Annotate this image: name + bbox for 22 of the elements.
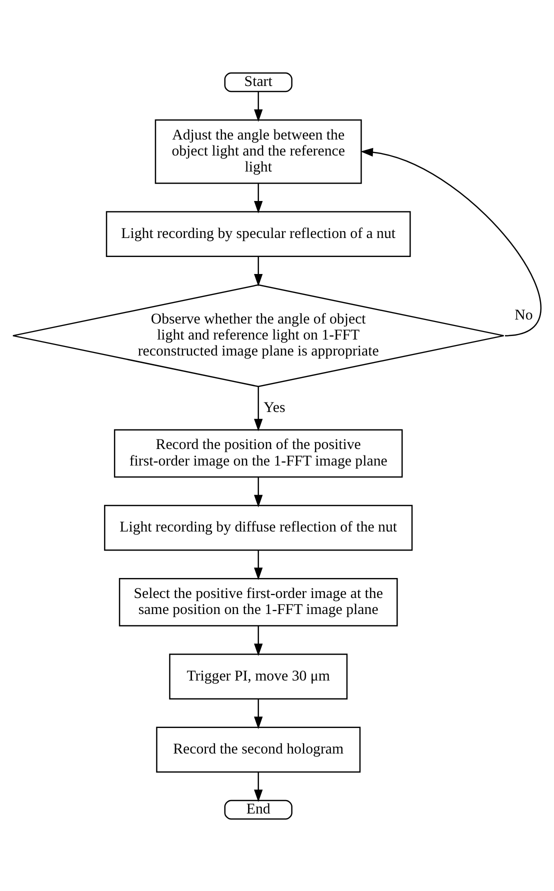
node-box: End [224,799,292,820]
arrow [254,772,263,802]
node-box: Record the position of the positive first-order image on the 1-FFT image plane [114,428,403,478]
node-box: Record the second hologram [156,726,361,772]
node-box: Start [224,72,292,92]
edge-label: No [514,307,533,324]
edge-label: Yes [264,400,286,416]
arrow [254,550,263,580]
node-box: Trigger PI, move 30 μm [169,653,348,699]
node-box: Light recording by specular reflection of a nut [106,210,411,256]
node-box: Light recording by diffuse reflection of the nut [104,504,413,550]
arrow [254,476,263,507]
node-diamond: Observe whether the angle of object light and reference light on 1-FFT reconstructed image plane is appropriate [12,284,504,387]
arrow [360,147,542,336]
arrow [254,183,263,213]
node-box: Select the positive first-order image at the same position on the 1-FFT image plane [118,578,398,626]
arrow [254,386,263,431]
arrow [254,698,263,729]
arrow [254,91,263,122]
arrow [254,256,263,286]
arrow [254,625,263,656]
node-box: Adjust the angle between the object light and the reference light [154,118,362,184]
